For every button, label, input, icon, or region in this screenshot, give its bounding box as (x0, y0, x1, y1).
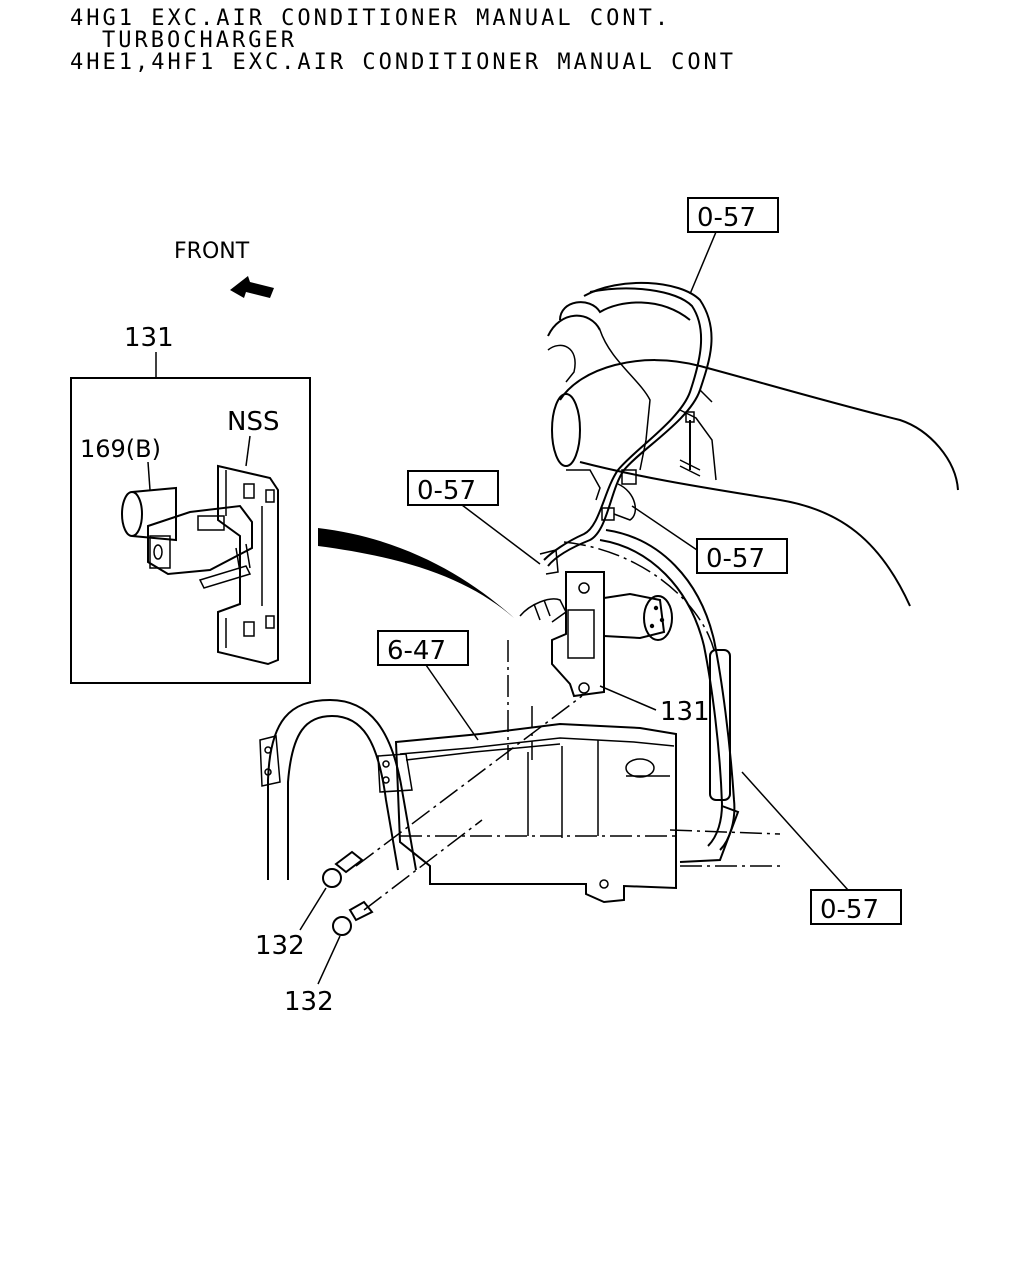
detail-pointer (318, 528, 514, 618)
leader-057-left (461, 504, 541, 565)
return-vacuum-hose (563, 529, 781, 867)
part-132-label-b: 132 (284, 987, 334, 1017)
front-label: FRONT (174, 239, 250, 264)
vacuum-hose (543, 281, 713, 567)
mounting-bracket (394, 640, 677, 904)
leader-nss (245, 435, 251, 467)
ref-box-647 (377, 630, 469, 666)
part-132-label-a: 132 (255, 931, 305, 961)
inset-part-number: 131 (124, 323, 174, 353)
leader-647 (425, 664, 479, 741)
applicability-line-3: 4HE1,4HF1 EXC.AIR CONDITIONER MANUAL CON… (70, 50, 737, 75)
frame-structure (259, 698, 417, 880)
leader-057-top (689, 231, 717, 295)
ref-057-left: 0-57 (417, 476, 476, 506)
ref-box-057-mid (696, 538, 788, 574)
ref-647: 6-47 (387, 636, 446, 666)
bolt-lower (332, 819, 483, 936)
leader-132-a (299, 887, 327, 931)
intake-hose-and-turbo (547, 301, 959, 607)
ref-057-top: 0-57 (697, 203, 756, 233)
inset-frame (70, 377, 311, 684)
ref-box-057-bottom (810, 889, 902, 925)
leader-131 (599, 685, 657, 711)
front-arrow-icon (230, 276, 274, 298)
leader-132-b (317, 935, 341, 985)
leader-169b (147, 461, 151, 491)
applicability-line-2: TURBOCHARGER (102, 28, 297, 53)
ref-057-mid: 0-57 (706, 544, 765, 574)
bolt-upper (322, 695, 583, 888)
applicability-line-1: 4HG1 EXC.AIR CONDITIONER MANUAL CONT. (70, 6, 672, 31)
callout-169b: 169(B) (80, 435, 161, 463)
ref-box-057-left (407, 470, 499, 506)
vacuum-switching-valve-installed (519, 549, 673, 698)
vacuum-switching-valve-detail (121, 464, 279, 666)
callout-nss: NSS (227, 407, 279, 437)
ref-box-057-top (687, 197, 779, 233)
part-131-label: 131 (660, 697, 710, 727)
leader-057-mid (631, 505, 698, 551)
leader-057-bottom (741, 771, 849, 891)
ref-057-bottom: 0-57 (820, 895, 879, 925)
